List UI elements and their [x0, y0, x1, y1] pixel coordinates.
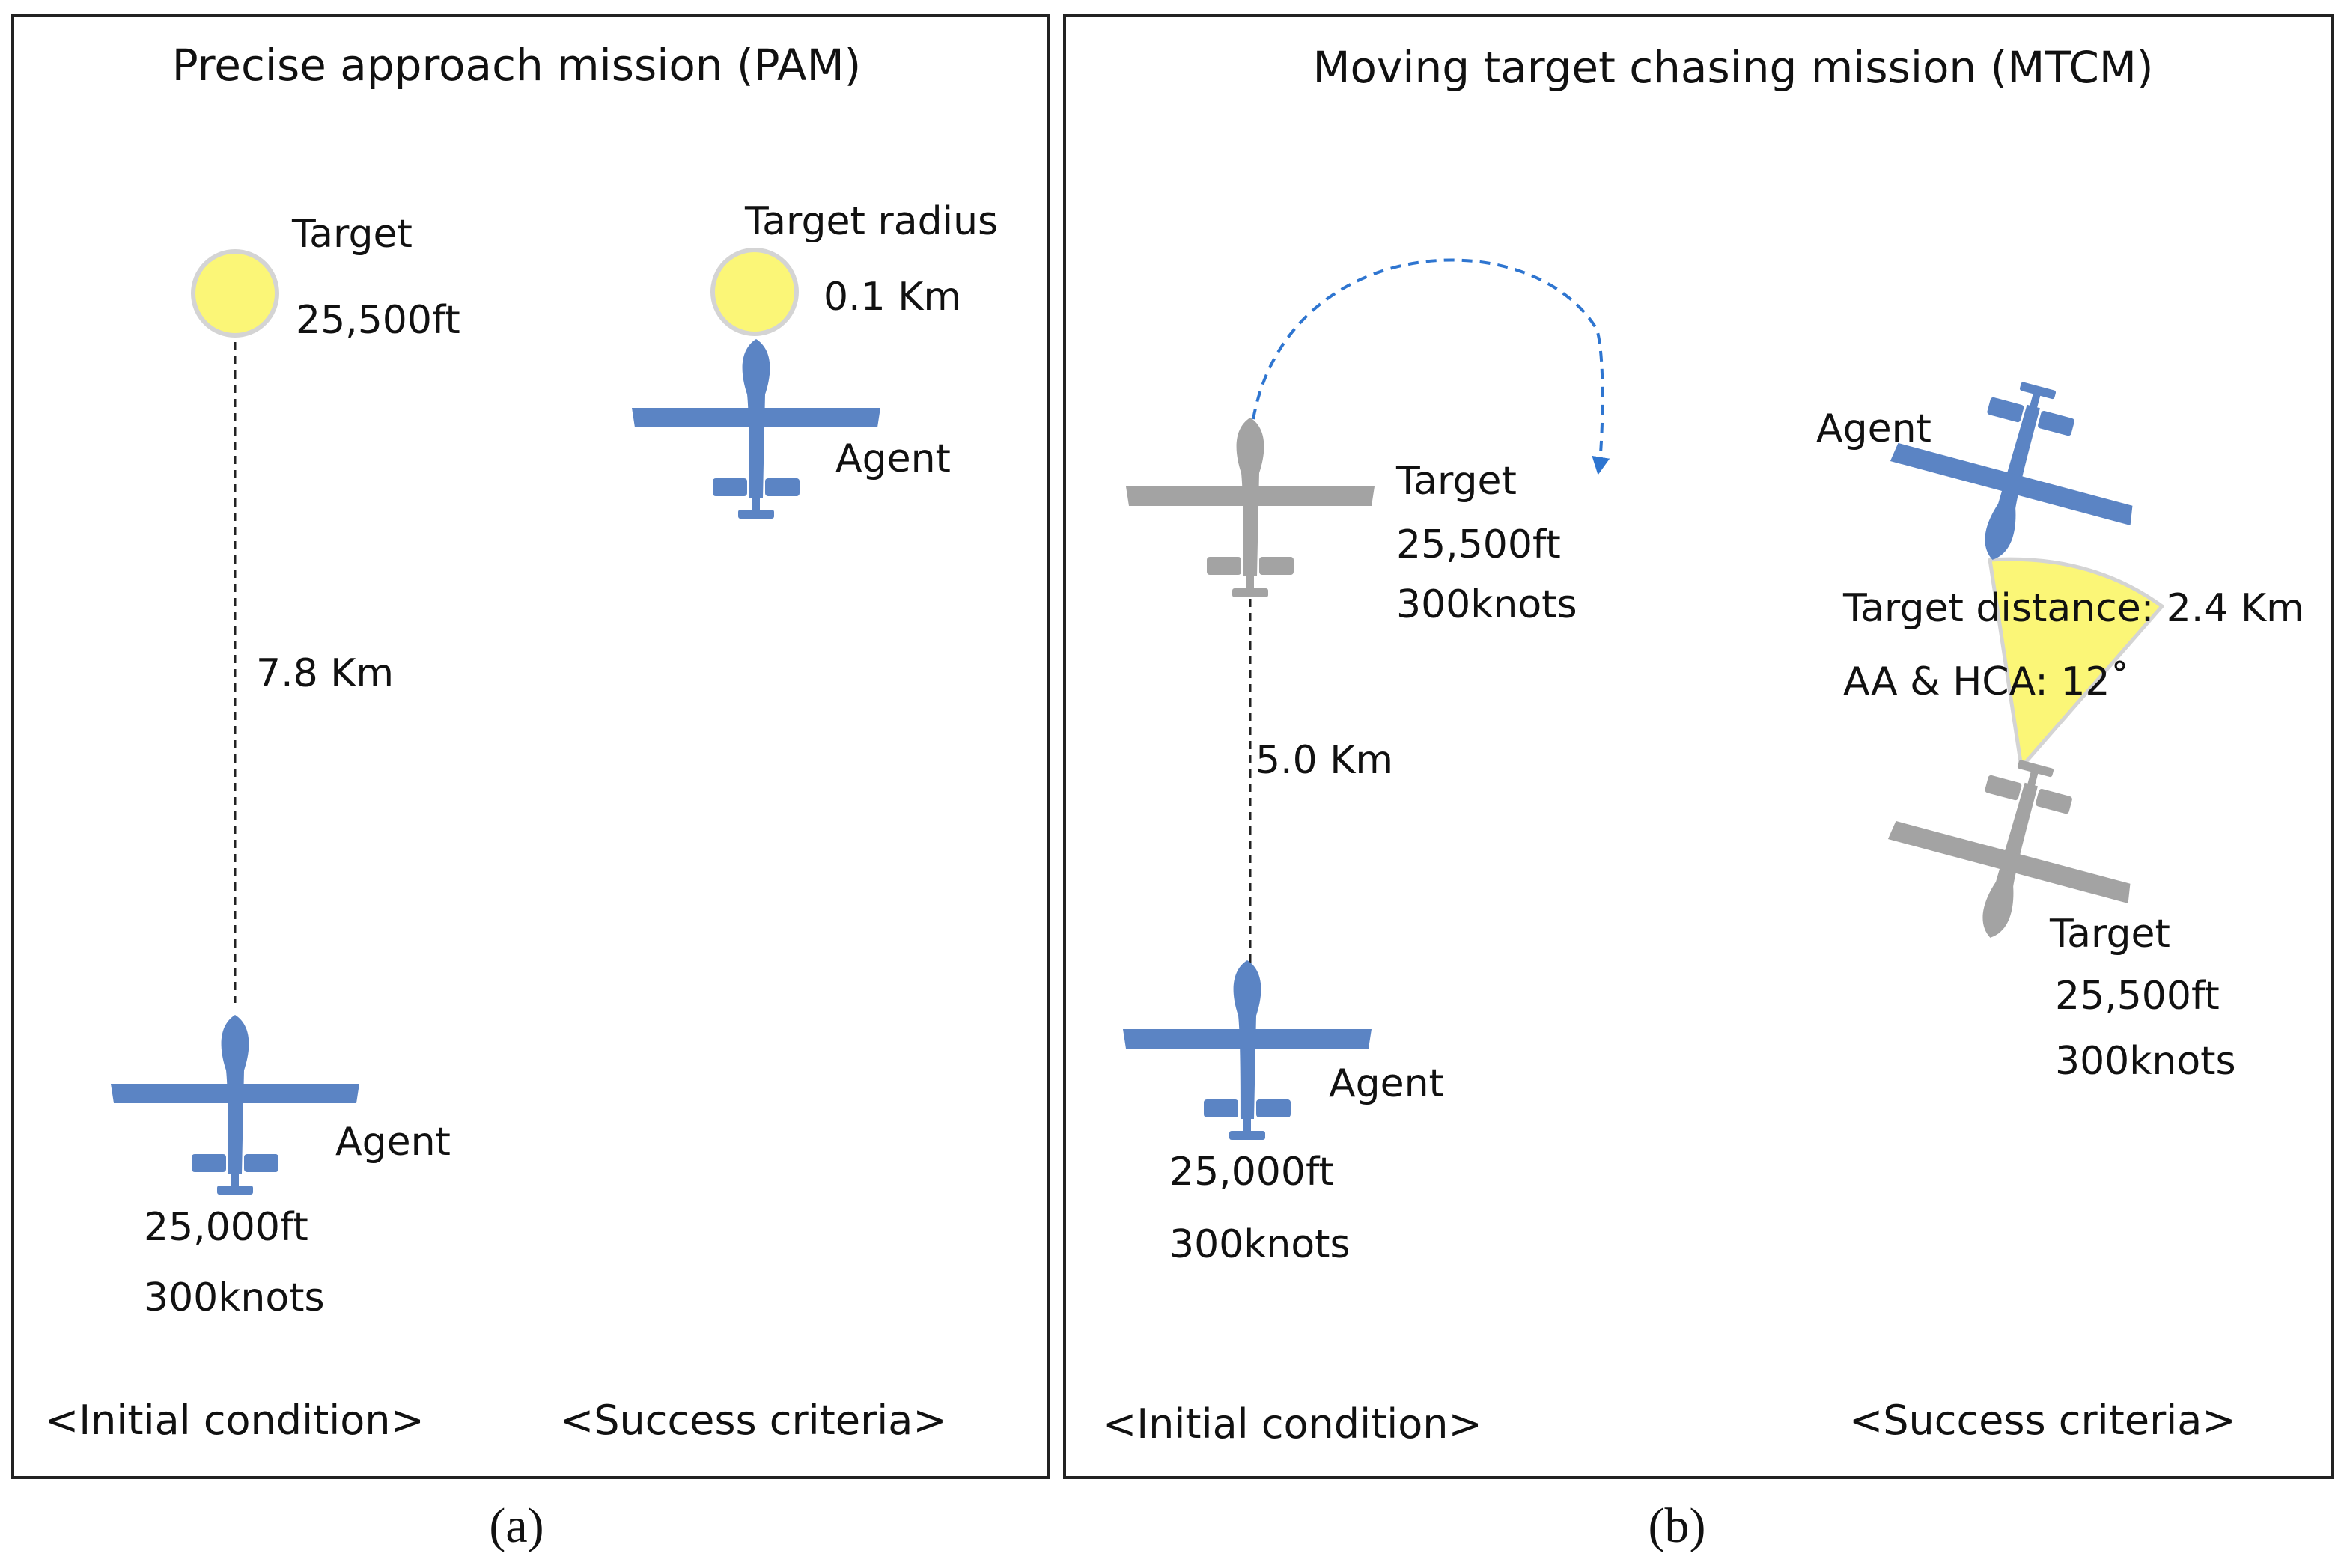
panel-a-caption: (a)	[489, 1498, 544, 1553]
mtcm-success-target-speed: 300knots	[2055, 1039, 2236, 1084]
panel-a-title: Precise approach mission (PAM)	[172, 40, 862, 91]
mtcm-success-agent-label: Agent	[1816, 406, 1931, 451]
mtcm-agent-speed: 300knots	[1169, 1222, 1351, 1267]
pam-target-altitude: 25,500ft	[296, 298, 460, 343]
pam-agent-label: Agent	[335, 1120, 451, 1165]
pam-target-label: Target	[291, 212, 413, 257]
mtcm-success-target-label: Target	[2049, 912, 2170, 957]
mtcm-target-aircraft	[1126, 418, 1375, 597]
panel-a-frame	[11, 14, 1050, 1479]
pam-success-footer: <Success criteria>	[560, 1397, 947, 1444]
mtcm-chase-cone	[1988, 557, 2164, 769]
mtcm-target-path-arrow	[1252, 258, 1610, 475]
pam-agent-speed: 300knots	[144, 1275, 325, 1320]
mtcm-initial-footer: <Initial condition>	[1103, 1400, 1482, 1447]
pam-success-zone	[710, 248, 799, 336]
mtcm-agent-aircraft	[1123, 960, 1372, 1140]
pam-radius-value: 0.1 Km	[824, 275, 961, 320]
mtcm-target-distance: Target distance: 2.4 Km	[1842, 586, 2304, 631]
panel-b-caption: (b)	[1649, 1498, 1706, 1553]
mtcm-success-target-altitude: 25,500ft	[2055, 974, 2220, 1019]
mtcm-target-label: Target	[1395, 459, 1517, 504]
mtcm-success-footer: <Success criteria>	[1849, 1397, 2236, 1444]
pam-agent-altitude: 25,000ft	[144, 1205, 308, 1250]
pam-success-agent-label: Agent	[835, 436, 951, 481]
pam-initial-footer: <Initial condition>	[45, 1397, 424, 1444]
mtcm-target-altitude: 25,500ft	[1396, 522, 1561, 567]
pam-target-zone	[191, 249, 279, 338]
panel-b-frame	[1063, 14, 2334, 1479]
pam-success-agent-aircraft	[632, 339, 880, 519]
pam-agent-aircraft	[111, 1015, 359, 1195]
pam-radius-label: Target radius	[744, 199, 998, 244]
panel-b-title: Moving target chasing mission (MTCM)	[1312, 42, 2153, 93]
mtcm-target-speed: 300knots	[1396, 582, 1577, 627]
mtcm-agent-altitude: 25,000ft	[1169, 1150, 1334, 1195]
pam-initial-distance: 7.8 Km	[256, 651, 394, 696]
mtcm-aspect-angle: AA & HCA: 12˚	[1843, 659, 2129, 704]
mtcm-agent-label: Agent	[1329, 1061, 1444, 1106]
mtcm-initial-distance: 5.0 Km	[1255, 738, 1393, 783]
mtcm-success-agent-aircraft	[1872, 354, 2159, 592]
